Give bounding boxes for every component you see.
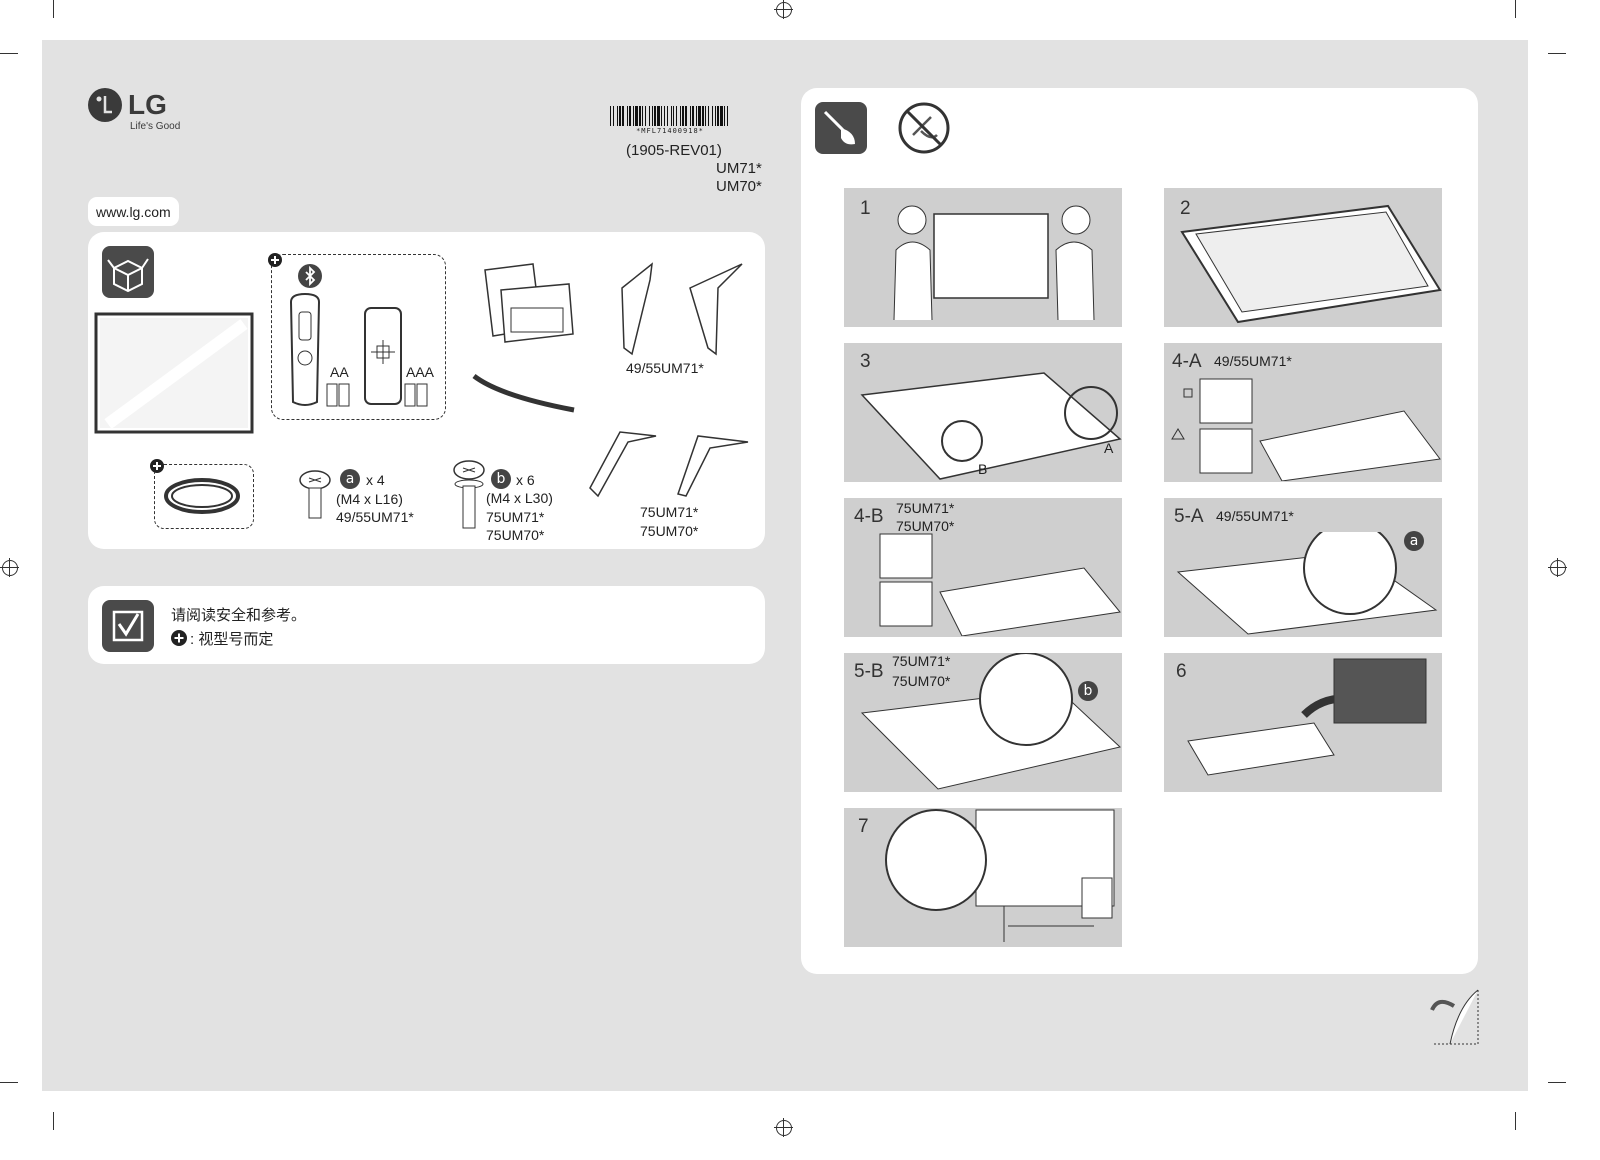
screw-a-size: (M4 x L16) — [336, 491, 403, 507]
note-line2: : 视型号而定 — [190, 631, 274, 648]
step-4a-models: 49/55UM71* — [1214, 353, 1292, 369]
magic-remote — [285, 292, 327, 410]
step-7: 7 — [844, 808, 1122, 947]
no-sharp-tool-icon — [897, 101, 951, 155]
barcode — [610, 106, 730, 126]
note-panel — [88, 586, 765, 664]
step-2: 2 — [1164, 188, 1442, 327]
plus-circle-icon — [150, 459, 164, 473]
checklist-icon — [102, 600, 154, 652]
fold-corner-icon — [1428, 986, 1480, 1048]
crop-mark — [53, 1112, 54, 1130]
screw-b-size: (M4 x L30) — [486, 490, 553, 506]
stand2-model-um71: 75UM71* — [640, 504, 699, 520]
step-5b-callout: b — [1078, 680, 1098, 701]
step-4a-label: 4-A — [1172, 351, 1202, 372]
stand2-model-um70: 75UM70* — [640, 523, 699, 539]
model-um70: UM70* — [716, 178, 762, 195]
unbox-icon — [102, 246, 154, 298]
power-cord-box — [154, 464, 254, 529]
standard-remote — [362, 306, 404, 406]
step-6-label: 6 — [1176, 661, 1187, 682]
remotes-box — [271, 254, 446, 420]
manuals-illustration — [483, 262, 578, 348]
stand1-models: 49/55UM71* — [626, 360, 704, 376]
registration-mark — [1548, 558, 1567, 577]
tv-illustration — [94, 312, 256, 436]
aaa-label: AAA — [406, 364, 435, 380]
step-4b: 4-B 75UM71* 75UM70* — [844, 498, 1122, 637]
step-1-label: 1 — [860, 198, 871, 219]
screwdriver-icon — [815, 102, 867, 154]
step-5a: 5-A 49/55UM71* a — [1164, 498, 1442, 637]
cable-holder — [470, 370, 580, 414]
plus-circle-icon — [171, 630, 187, 646]
screw-b — [452, 460, 486, 532]
aa-label: AA — [330, 364, 349, 380]
screw-b-count: x 6 — [516, 472, 535, 488]
crop-mark — [1548, 1082, 1566, 1083]
screw-a-count: x 4 — [366, 472, 385, 488]
step-5a-models: 49/55UM71* — [1216, 508, 1294, 524]
registration-mark — [0, 558, 19, 577]
step-5b-model-um70: 75UM70* — [892, 673, 951, 689]
step-5b: 5-B 75UM71* 75UM70* b — [844, 653, 1122, 792]
step-5a-callout: a — [1404, 530, 1424, 551]
note-line1: 请阅读安全和参考。 — [171, 607, 307, 624]
step-5b-label: 5-B — [854, 661, 884, 682]
model-um71: UM71* — [716, 160, 762, 177]
crop-mark — [0, 53, 18, 54]
step-3-label: 3 — [860, 351, 871, 372]
step-5a-label: 5-A — [1174, 506, 1204, 527]
crop-mark — [1515, 1112, 1516, 1130]
step-3-callout-b: B — [978, 461, 988, 477]
step-7-label: 7 — [858, 816, 869, 837]
aa-batteries — [326, 380, 352, 408]
crop-mark — [0, 1082, 18, 1083]
brand-slogan: Life's Good — [130, 121, 181, 132]
stand-75 — [586, 426, 756, 498]
barcode-text: *MFL71400918* — [636, 127, 704, 135]
bluetooth-icon — [297, 263, 323, 289]
step-3: 3 B A — [844, 343, 1122, 482]
stand-49-55 — [612, 258, 752, 358]
registration-mark — [774, 0, 793, 19]
step-6: 6 — [1164, 653, 1442, 792]
step-2-label: 2 — [1180, 198, 1191, 219]
registration-mark — [774, 1118, 793, 1137]
crop-mark — [53, 0, 54, 18]
screw-a-letter-badge: a — [340, 468, 360, 489]
crop-mark — [1515, 0, 1516, 18]
screw-b-model-um70: 75UM70* — [486, 527, 545, 543]
website-link[interactable]: www.lg.com — [96, 204, 171, 220]
crop-mark — [1548, 53, 1566, 54]
screw-b-letter-badge: b — [491, 468, 511, 489]
lg-logo: LG Life's Good — [88, 88, 188, 134]
step-4a: 4-A 49/55UM71* — [1164, 343, 1442, 482]
step-5b-model-um71: 75UM71* — [892, 653, 951, 669]
screw-a-models: 49/55UM71* — [336, 509, 414, 525]
website-pill[interactable]: www.lg.com — [88, 197, 179, 226]
plus-circle-icon — [268, 253, 282, 267]
power-cord — [162, 470, 246, 522]
revision: (1905-REV01) — [626, 142, 722, 159]
step-3-callout-a: A — [1104, 440, 1114, 456]
aaa-batteries — [404, 380, 430, 408]
step-4b-model-um71: 75UM71* — [896, 500, 955, 516]
step-4b-model-um70: 75UM70* — [896, 518, 955, 534]
brand-name: LG — [128, 89, 167, 120]
step-1: 1 — [844, 188, 1122, 327]
screw-a — [298, 470, 332, 522]
screw-b-model-um71: 75UM71* — [486, 509, 545, 525]
step-4b-label: 4-B — [854, 506, 884, 527]
